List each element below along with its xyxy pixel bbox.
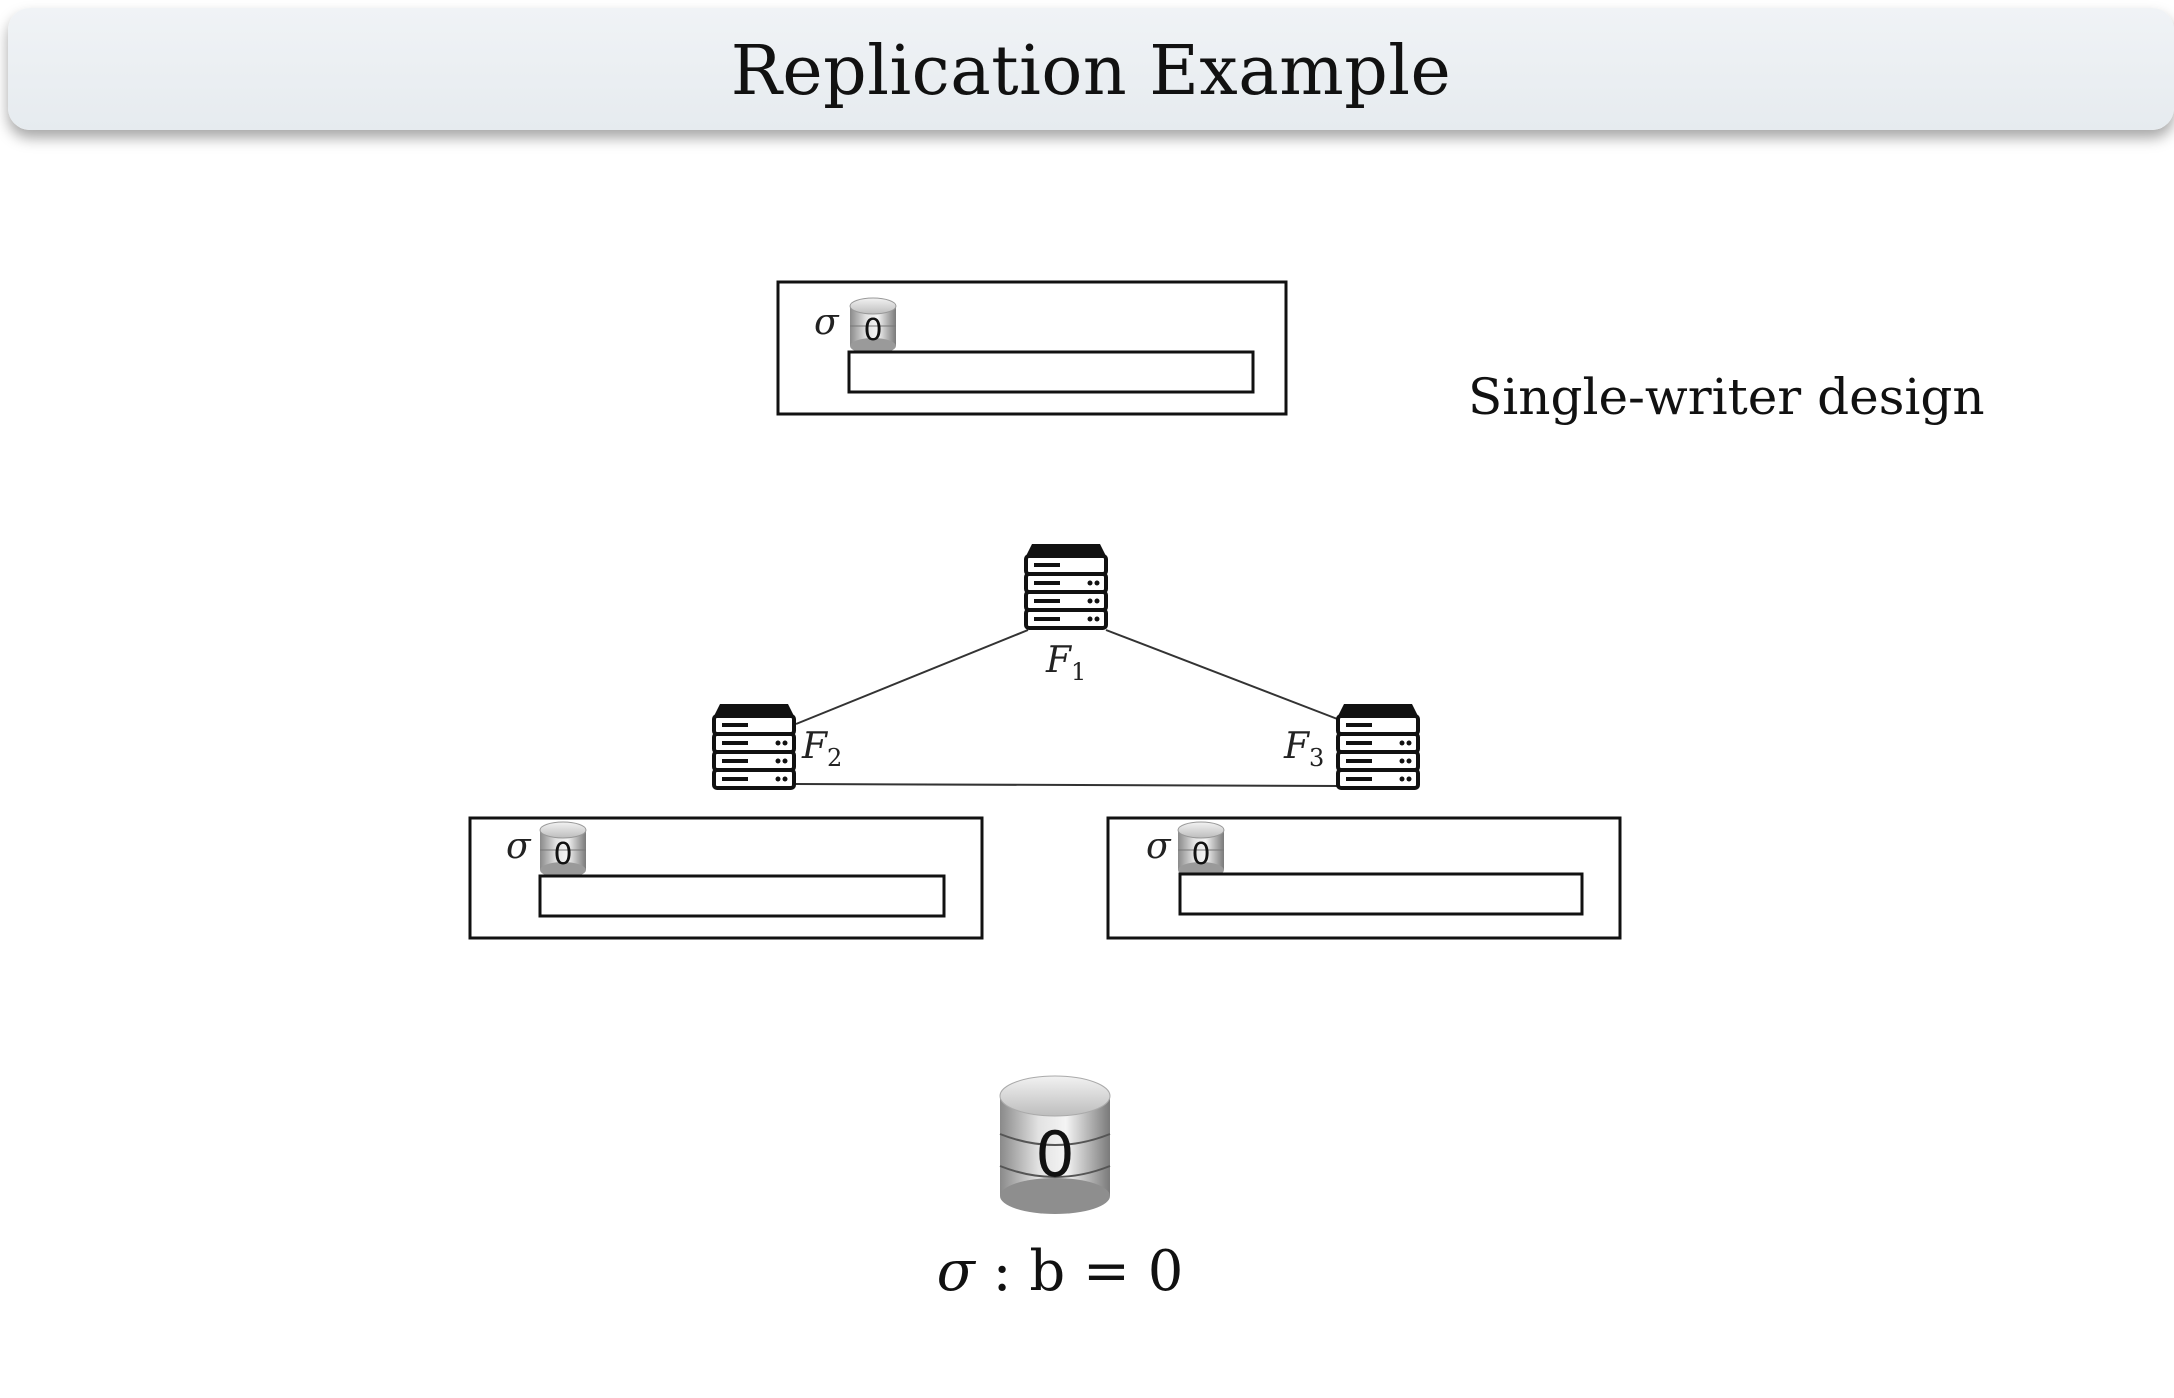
- link-f1-f3: [1105, 629, 1341, 721]
- left-replica-panel: σ 0: [468, 816, 984, 940]
- right-replica-panel: σ 0: [1106, 816, 1622, 940]
- top-panel-db-value: 0: [863, 313, 882, 348]
- server-f2: F2: [712, 704, 842, 790]
- server-f3-subscript: 3: [1309, 744, 1324, 772]
- server-f1-label: F1: [1045, 640, 1086, 686]
- right-panel-db-value: 0: [1191, 837, 1210, 872]
- server-f1-letter: F: [1045, 640, 1073, 681]
- top-panel-sigma: σ: [814, 302, 840, 343]
- top-replica-panel: σ 0: [776, 280, 1288, 416]
- server-f1: F1: [1024, 544, 1108, 686]
- server-f2-subscript: 2: [827, 744, 842, 772]
- right-panel-log-bar: [1178, 872, 1584, 916]
- link-f1-f2: [795, 629, 1029, 725]
- server-f1-subscript: 1: [1071, 658, 1086, 686]
- server-f2-label: F2: [801, 726, 842, 772]
- state-caption-symbol: σ: [937, 1239, 977, 1304]
- left-panel-log-bar: [538, 874, 946, 918]
- main-database-value: 0: [1035, 1118, 1074, 1191]
- left-panel-sigma: σ: [506, 826, 532, 867]
- right-panel-db-icon: 0: [1177, 821, 1225, 878]
- server-icon: [1336, 704, 1420, 790]
- side-note: Single-writer design: [1468, 368, 1985, 426]
- left-panel-db-icon: 0: [539, 821, 587, 878]
- server-f2-letter: F: [801, 726, 829, 767]
- server-f3: F3: [1283, 704, 1420, 790]
- top-panel-db-icon: 0: [849, 297, 897, 354]
- right-panel-sigma: σ: [1146, 826, 1172, 867]
- server-f3-letter: F: [1283, 726, 1311, 767]
- state-caption-text: : b = 0: [975, 1239, 1183, 1304]
- server-icon: [1024, 544, 1108, 630]
- slide-title: Replication Example: [730, 32, 1452, 111]
- main-database-icon: 0: [999, 1075, 1111, 1214]
- server-icon: [712, 704, 796, 790]
- state-caption: σ : b = 0: [937, 1239, 1184, 1304]
- link-f2-f3: [795, 783, 1341, 787]
- left-panel-db-value: 0: [553, 837, 572, 872]
- title-bar: Replication Example: [8, 8, 2174, 130]
- server-f3-label: F3: [1283, 726, 1324, 772]
- network-links: [795, 629, 1341, 787]
- top-panel-log-bar: [847, 350, 1255, 394]
